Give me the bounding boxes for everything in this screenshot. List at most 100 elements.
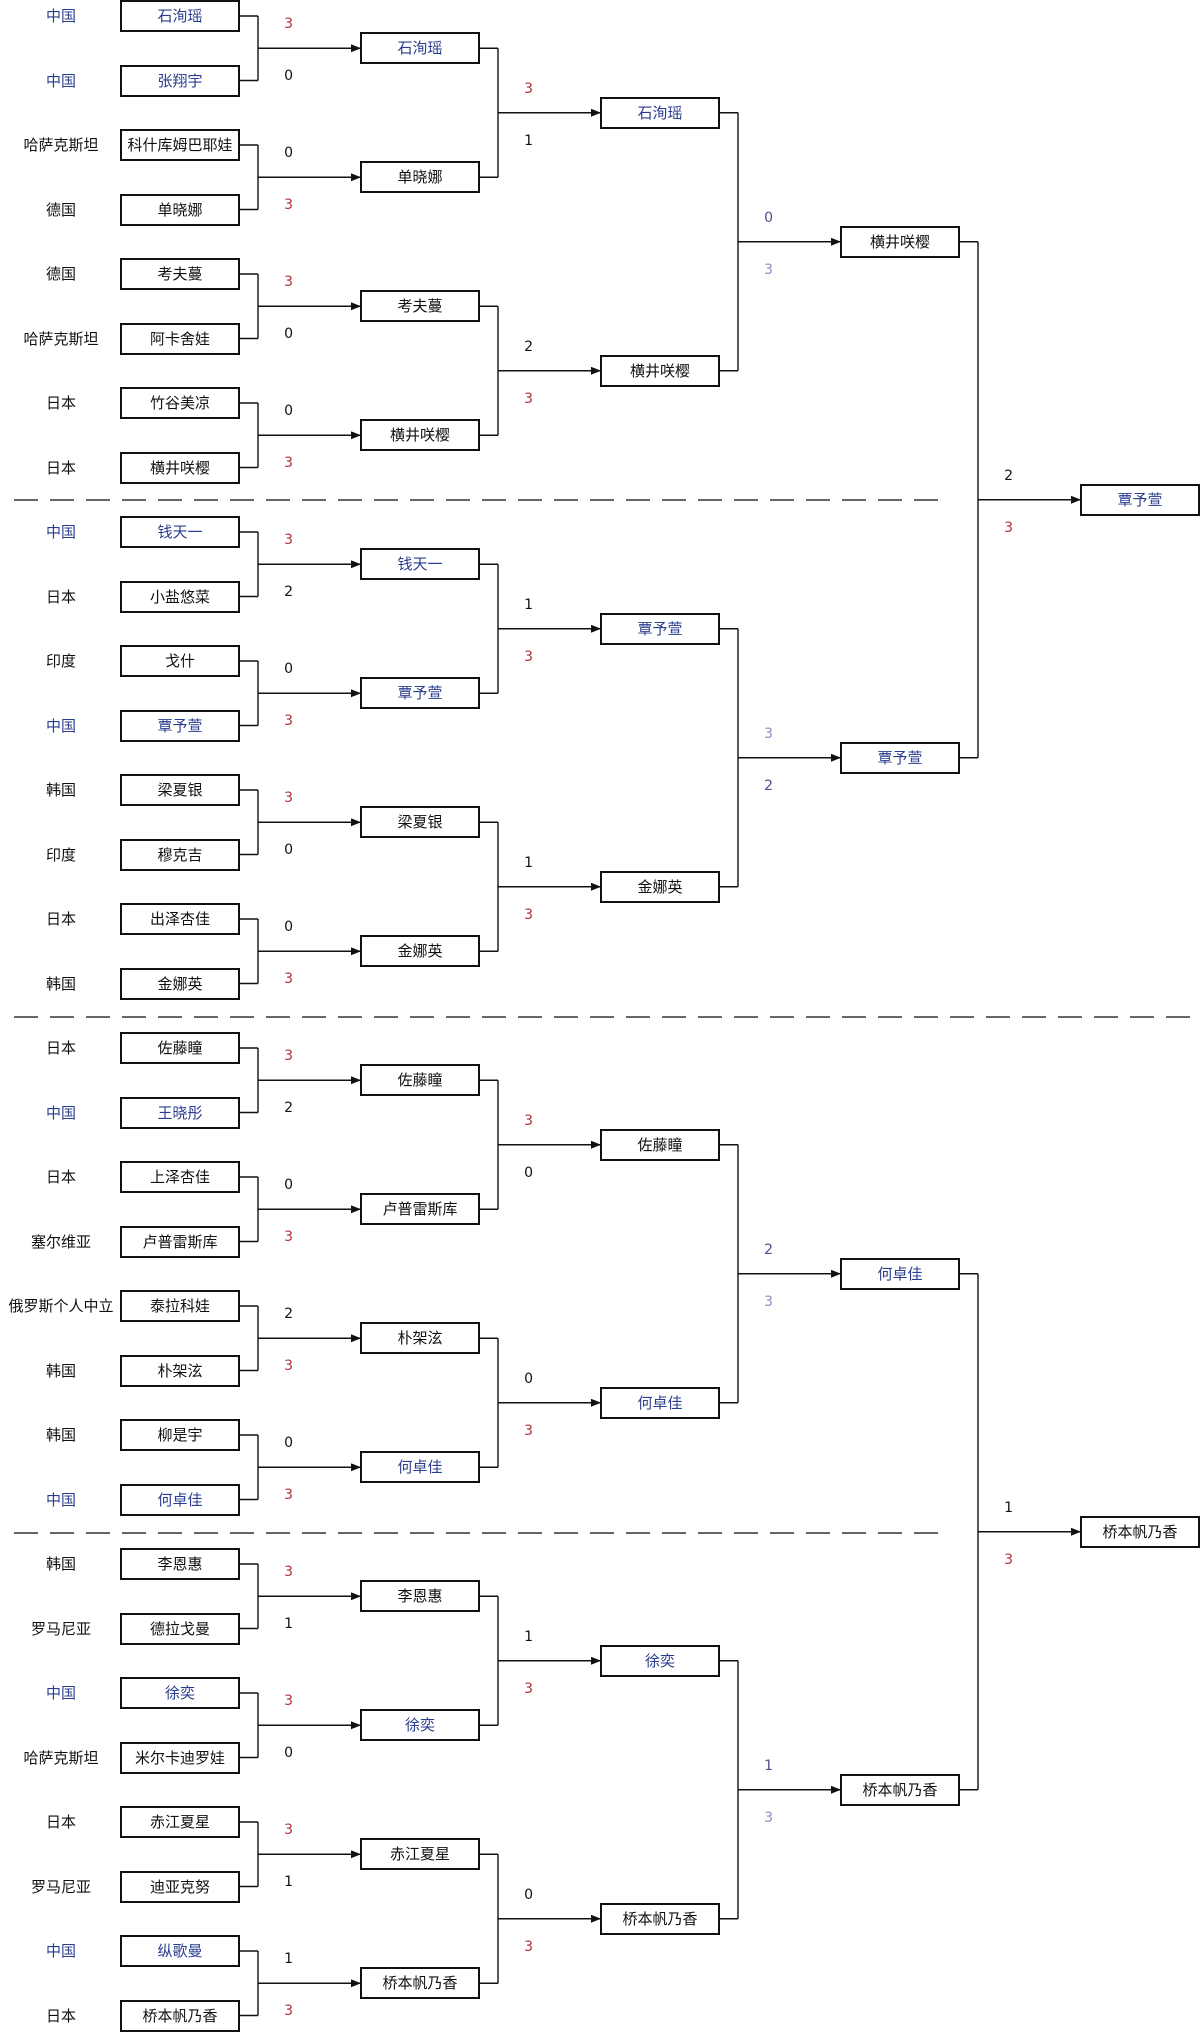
player-box[interactable]: 徐奕 xyxy=(120,1677,240,1709)
player-box[interactable]: 桥本帆乃香 xyxy=(360,1967,480,2000)
player-box[interactable]: 张翔宇 xyxy=(120,64,240,97)
match-score: 3 xyxy=(524,1422,534,1439)
player-box[interactable]: 横井咲樱 xyxy=(600,354,720,387)
player-box[interactable]: 徐奕 xyxy=(360,1709,480,1742)
match-score: 3 xyxy=(764,1293,774,1310)
player-country: 日本 xyxy=(45,587,76,606)
player-box[interactable]: 横井咲樱 xyxy=(360,419,480,452)
player-box[interactable]: 石洵瑶 xyxy=(600,96,720,129)
match-score: 1 xyxy=(284,1616,294,1633)
player-box[interactable]: 佐藤瞳 xyxy=(120,1032,240,1064)
match-score: 1 xyxy=(764,1757,774,1774)
player-country: 中国 xyxy=(45,1684,76,1702)
player-country: 日本 xyxy=(45,1813,76,1831)
player-box[interactable]: 钱天一 xyxy=(120,516,240,548)
player-box[interactable]: 柳是宇 xyxy=(120,1419,240,1451)
player-box[interactable]: 石洵瑶 xyxy=(360,32,480,65)
player-box[interactable]: 桥本帆乃香 xyxy=(840,1773,960,1806)
match-score: 3 xyxy=(284,274,294,291)
match-score: 2 xyxy=(284,1100,294,1117)
match-score: 0 xyxy=(284,68,294,85)
player-box[interactable]: 赤江夏星 xyxy=(120,1806,240,1838)
player-box[interactable]: 石洵瑶 xyxy=(120,0,240,32)
player-box[interactable]: 王晓彤 xyxy=(120,1096,240,1129)
player-box[interactable]: 梁夏银 xyxy=(120,774,240,806)
player-box[interactable]: 戈什 xyxy=(120,645,240,677)
player-box[interactable]: 卢普雷斯库 xyxy=(360,1193,480,1226)
match-score: 0 xyxy=(284,919,294,936)
player-box[interactable]: 梁夏银 xyxy=(360,806,480,839)
match-score: 3 xyxy=(284,971,294,988)
match-score: 0 xyxy=(764,209,774,226)
player-country: 日本 xyxy=(45,910,76,928)
match-score: 3 xyxy=(284,790,294,807)
player-box[interactable]: 上泽杏佳 xyxy=(120,1161,240,1193)
player-box[interactable]: 朴架泫 xyxy=(360,1322,480,1355)
player-box[interactable]: 横井咲樱 xyxy=(840,225,960,258)
player-box[interactable]: 徐奕 xyxy=(600,1644,720,1677)
match-score: 0 xyxy=(524,1886,534,1903)
match-score: 3 xyxy=(1004,519,1014,536)
player-box[interactable]: 桥本帆乃香 xyxy=(120,1999,240,2032)
player-box[interactable]: 钱天一 xyxy=(360,548,480,581)
match-score: 3 xyxy=(284,455,294,472)
player-box[interactable]: 德拉戈曼 xyxy=(120,1612,240,1645)
player-box[interactable]: 覃予萱 xyxy=(600,612,720,645)
player-country: 德国 xyxy=(45,265,76,283)
player-box[interactable]: 何卓佳 xyxy=(120,1483,240,1516)
player-country: 中国 xyxy=(45,523,76,541)
player-box[interactable]: 考夫蔓 xyxy=(120,258,240,290)
player-box[interactable]: 迪亚克努 xyxy=(120,1870,240,1903)
finalist-box[interactable]: 桥本帆乃香 xyxy=(1080,1515,1200,1548)
player-box[interactable]: 纵歌曼 xyxy=(120,1935,240,1967)
player-box[interactable]: 覃予萱 xyxy=(120,709,240,742)
player-box[interactable]: 金娜英 xyxy=(120,967,240,1000)
player-box[interactable]: 小盐悠菜 xyxy=(120,580,240,613)
finalist-box[interactable]: 覃予萱 xyxy=(1080,483,1200,516)
player-country: 日本 xyxy=(45,1039,76,1057)
player-box[interactable]: 桥本帆乃香 xyxy=(600,1902,720,1935)
match-score: 2 xyxy=(524,338,534,355)
match-score: 1 xyxy=(524,132,534,149)
player-box[interactable]: 李恩惠 xyxy=(360,1580,480,1613)
player-box[interactable]: 阿卡舍娃 xyxy=(120,322,240,355)
player-box[interactable]: 何卓佳 xyxy=(840,1257,960,1290)
player-box[interactable]: 金娜英 xyxy=(600,870,720,903)
player-box[interactable]: 何卓佳 xyxy=(360,1451,480,1484)
player-box[interactable]: 金娜英 xyxy=(360,935,480,968)
player-box[interactable]: 卢普雷斯库 xyxy=(120,1225,240,1258)
player-box[interactable]: 米尔卡迪罗娃 xyxy=(120,1741,240,1774)
player-box[interactable]: 穆克吉 xyxy=(120,838,240,871)
player-country: 韩国 xyxy=(45,781,76,799)
player-box[interactable]: 单晓娜 xyxy=(120,193,240,226)
player-country: 中国 xyxy=(45,7,76,25)
player-box[interactable]: 覃予萱 xyxy=(360,677,480,710)
player-box[interactable]: 泰拉科娃 xyxy=(120,1290,240,1322)
player-box[interactable]: 出泽杏佳 xyxy=(120,903,240,935)
match-score: 3 xyxy=(284,1693,294,1710)
match-score: 3 xyxy=(524,648,534,665)
player-box[interactable]: 佐藤瞳 xyxy=(600,1128,720,1161)
player-box[interactable]: 何卓佳 xyxy=(600,1386,720,1419)
player-box[interactable]: 考夫蔓 xyxy=(360,290,480,323)
match-score: 3 xyxy=(284,713,294,730)
match-score: 3 xyxy=(764,725,774,742)
player-box[interactable]: 覃予萱 xyxy=(840,741,960,774)
match-score: 2 xyxy=(284,1306,294,1323)
player-box[interactable]: 赤江夏星 xyxy=(360,1838,480,1871)
match-score: 3 xyxy=(284,532,294,549)
player-box[interactable]: 单晓娜 xyxy=(360,161,480,194)
match-score: 0 xyxy=(524,1164,534,1181)
player-box[interactable]: 李恩惠 xyxy=(120,1548,240,1580)
player-box[interactable]: 朴架泫 xyxy=(120,1354,240,1387)
player-box[interactable]: 竹谷美凉 xyxy=(120,387,240,419)
player-country: 韩国 xyxy=(45,1426,76,1444)
player-country: 中国 xyxy=(45,71,76,90)
player-box[interactable]: 横井咲樱 xyxy=(120,451,240,484)
player-box[interactable]: 科什库姆巴耶娃 xyxy=(120,129,240,161)
player-box[interactable]: 佐藤瞳 xyxy=(360,1064,480,1097)
player-country: 罗马尼亚 xyxy=(30,1619,91,1638)
match-score: 3 xyxy=(524,1112,534,1129)
player-country: 罗马尼亚 xyxy=(30,1877,91,1896)
